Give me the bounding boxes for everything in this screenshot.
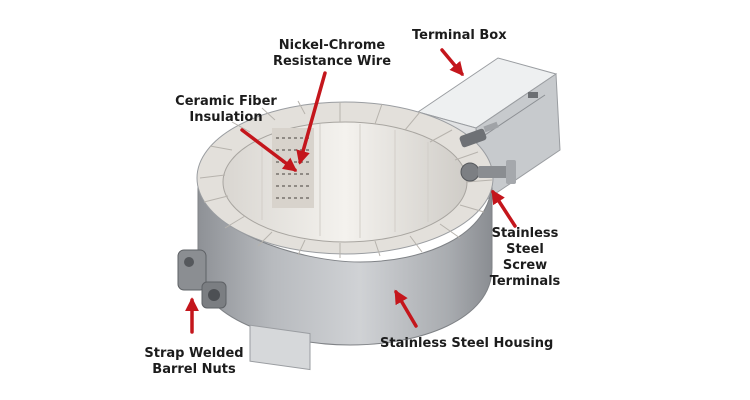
label-nickel-chrome-wire: Nickel-Chrome Resistance Wire (272, 38, 392, 70)
arrow-terminal-box (440, 48, 464, 77)
label-line: Terminals (489, 274, 561, 289)
label-line: Screw (502, 258, 548, 273)
label-terminal-box: Terminal Box (412, 28, 507, 44)
label-screw-terminals: Stainless Steel Screw Terminals (480, 226, 570, 290)
arrow-housing (394, 289, 418, 328)
label-line: Ceramic Fiber (175, 94, 277, 109)
label-line: Resistance Wire (272, 54, 392, 69)
label-line: Stainless (491, 226, 559, 241)
callout-arrows (185, 48, 517, 334)
screw-terminals (459, 121, 516, 184)
label-ceramic-fiber: Ceramic Fiber Insulation (170, 94, 282, 126)
stainless-steel-housing (197, 177, 493, 371)
label-line: Terminal Box (412, 28, 507, 43)
barrel-nuts (177, 249, 227, 309)
label-barrel-nuts: Strap Welded Barrel Nuts (134, 346, 254, 378)
arrow-ceramic-fiber (240, 128, 298, 172)
label-stainless-steel-housing: Stainless Steel Housing (380, 336, 553, 352)
arrow-nickel-chrome (296, 71, 327, 165)
label-line: Stainless Steel Housing (380, 336, 554, 351)
label-line: Insulation (189, 110, 263, 125)
arrow-screw-terminals (491, 189, 517, 228)
label-line: Steel (506, 242, 544, 257)
label-line: Barrel Nuts (152, 362, 236, 377)
label-line: Nickel-Chrome (278, 38, 386, 53)
label-line: Strap Welded (144, 346, 244, 361)
